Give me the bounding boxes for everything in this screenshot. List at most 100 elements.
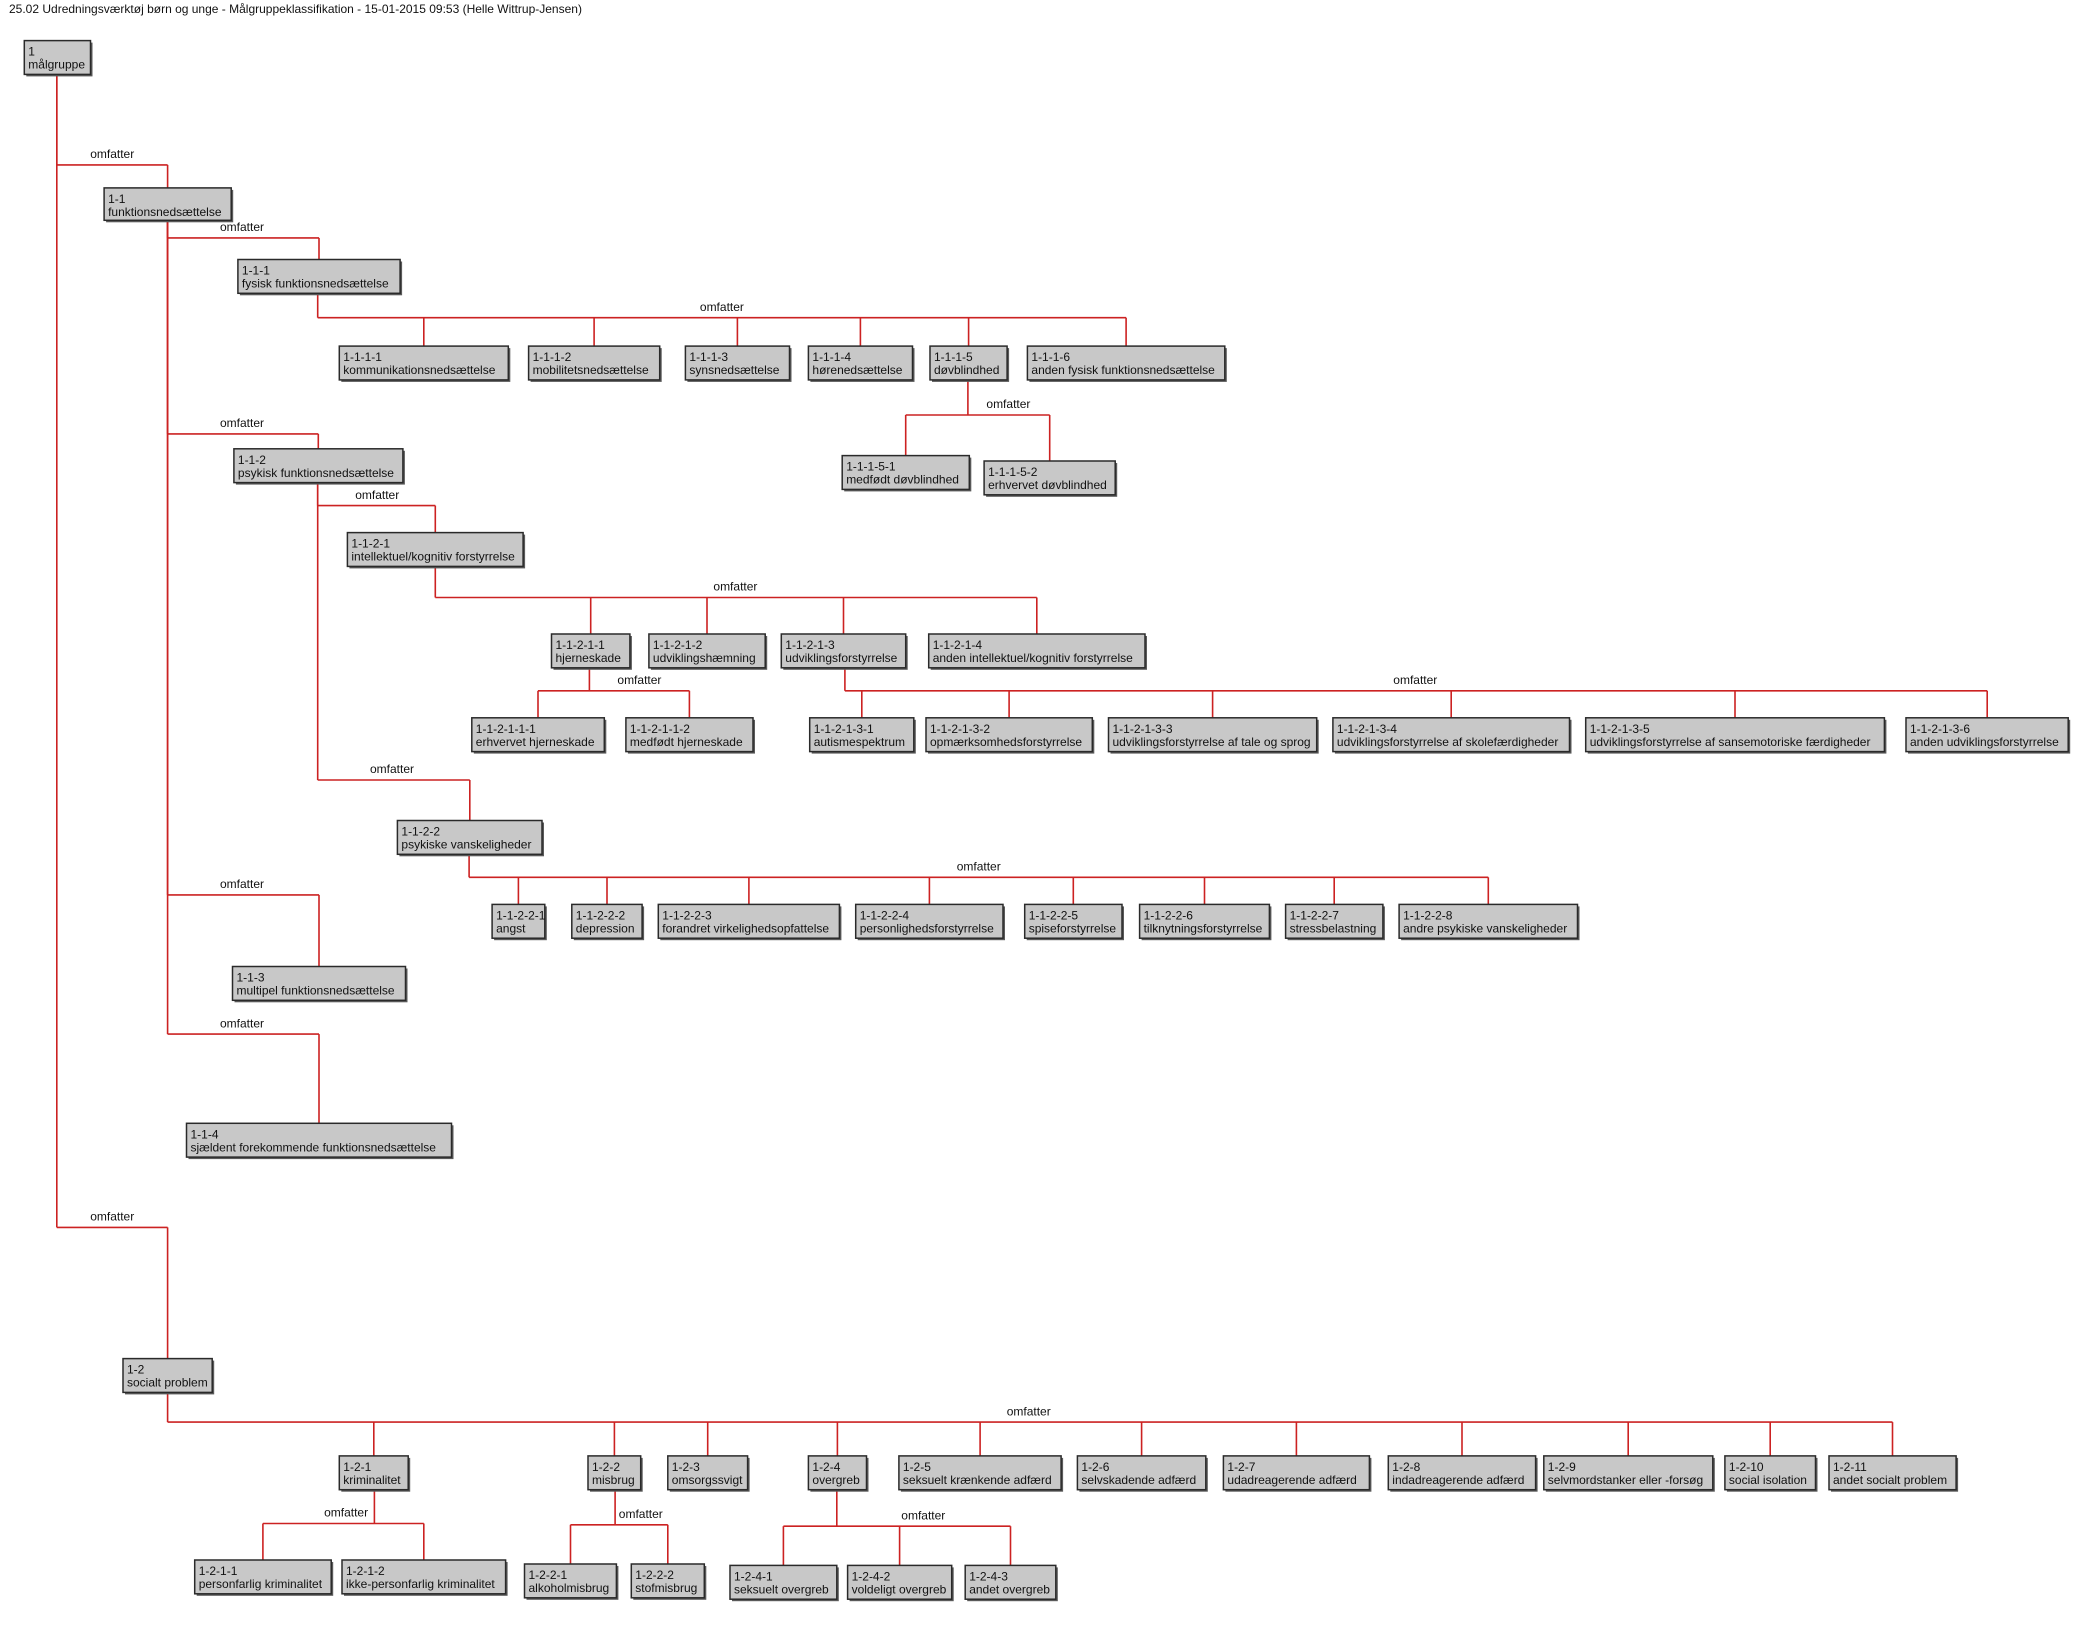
node-box[interactable] [929,345,1008,381]
node-box[interactable] [1023,903,1123,939]
node-box[interactable] [346,531,524,568]
node-box[interactable] [237,258,401,295]
node-box[interactable] [1387,1455,1537,1491]
node-box[interactable] [1905,717,2069,753]
node-box[interactable] [231,965,407,1002]
node-box[interactable] [1138,903,1271,939]
node-box[interactable] [550,633,631,669]
node-box[interactable] [185,1122,453,1158]
node-box[interactable] [491,903,546,939]
node-box[interactable] [854,903,1004,939]
node-box[interactable] [1584,717,1886,753]
node-box[interactable] [122,1357,213,1394]
node-box[interactable] [338,1455,409,1491]
node-box[interactable] [927,633,1146,669]
node-box[interactable] [1107,717,1318,753]
node-box[interactable] [1398,903,1579,939]
node-box[interactable] [1828,1455,1957,1491]
node-box[interactable] [846,1564,953,1600]
node-box[interactable] [807,1455,868,1491]
node-box[interactable] [23,39,92,76]
node-box[interactable] [808,717,915,753]
node-box[interactable] [983,460,1116,496]
node-box[interactable] [841,454,971,491]
node-box[interactable] [233,448,404,484]
node-box[interactable] [729,1564,838,1600]
node-box[interactable] [103,187,232,222]
node-box[interactable] [471,717,606,753]
node-box[interactable] [807,345,914,381]
node-box[interactable] [1724,1455,1817,1491]
node-box[interactable] [341,1559,507,1595]
node-box[interactable] [193,1559,332,1595]
node-box[interactable] [587,1455,642,1491]
node-box[interactable] [1332,717,1571,753]
node-box[interactable] [527,345,661,381]
node-box[interactable] [648,633,766,669]
node-box[interactable] [1026,345,1226,381]
node-box[interactable] [1543,1455,1714,1491]
node-box[interactable] [657,903,841,939]
node-box[interactable] [523,1563,618,1599]
node-box[interactable] [898,1455,1062,1491]
node-box[interactable] [780,633,907,669]
node-box[interactable] [667,1455,749,1491]
node-box[interactable] [964,1564,1057,1600]
node-box[interactable] [571,903,643,939]
node-box[interactable] [684,345,791,381]
node-box[interactable] [338,345,510,381]
node-box[interactable] [1076,1455,1207,1491]
node-box[interactable] [630,1563,706,1599]
